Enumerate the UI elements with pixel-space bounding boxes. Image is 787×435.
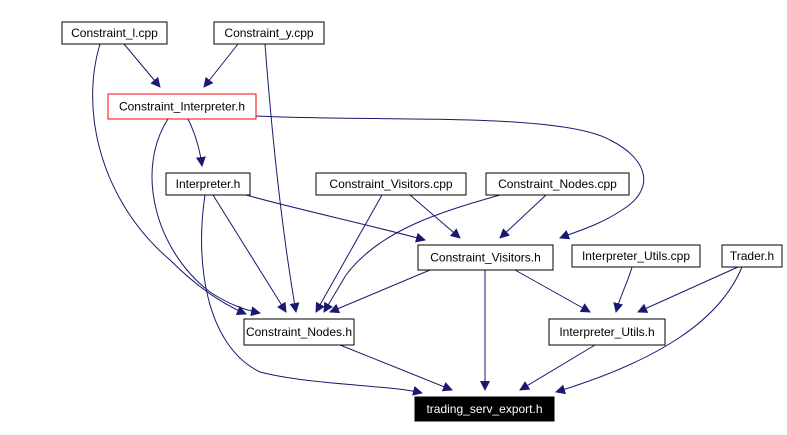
edge-constraint-l-cpp-to-constraint-interpreter-h (123, 43, 161, 88)
node-label: Constraint_Visitors.cpp (329, 177, 452, 191)
node-box (414, 396, 555, 422)
edge-constraint-nodes-h-to-trading-serv-export-h (339, 344, 453, 392)
node-constraint-visitors-cpp[interactable]: Constraint_Visitors.cpp (315, 172, 467, 196)
node-label: Constraint_Visitors.h (430, 251, 541, 265)
edge-constraint-interpreter-h-to-constraint-nodes-h (151, 118, 261, 317)
edge-constraint-visitors-h-to-constraint-nodes-h (329, 269, 431, 314)
edge-interpreter-h-to-constraint-nodes-h (212, 194, 287, 313)
node-label: Constraint_l.cpp (71, 26, 158, 40)
node-box (721, 244, 783, 268)
node-label: Constraint_Interpreter.h (119, 100, 245, 114)
node-label: Constraint_Nodes.cpp (498, 177, 617, 191)
edge-constraint-visitors-cpp-to-constraint-nodes-h (315, 194, 383, 313)
node-constraint-interpreter-h[interactable]: Constraint_Interpreter.h (107, 93, 257, 120)
edge-constraint-nodes-cpp-to-constraint-visitors-h (499, 194, 547, 239)
node-constraint-nodes-h[interactable]: Constraint_Nodes.h (243, 318, 355, 346)
node-box (417, 244, 554, 271)
node-constraint-y-cpp[interactable]: Constraint_y.cpp (213, 21, 325, 45)
node-box (165, 172, 251, 196)
node-label: Interpreter_Utils.cpp (582, 249, 690, 263)
node-trading-serv-export-h[interactable]: trading_serv_export.h (414, 396, 555, 422)
edge-constraint-visitors-cpp-to-constraint-visitors-h (409, 194, 461, 239)
edge-interpreter-h-to-constraint-visitors-h (245, 194, 426, 243)
edge-layer (92, 43, 743, 396)
node-box (243, 318, 355, 346)
edge-constraint-visitors-h-to-interpreter-utils-h (514, 269, 591, 313)
node-box (485, 172, 630, 196)
edge-trader-h-to-trading-serv-export-h (555, 266, 743, 395)
edge-constraint-interpreter-h-to-interpreter-h (187, 118, 206, 167)
node-box (315, 172, 467, 196)
node-interpreter-utils-h[interactable]: Interpreter_Utils.h (548, 318, 666, 346)
node-label: Trader.h (730, 249, 774, 263)
node-box (61, 21, 168, 45)
edge-interpreter-h-to-trading-serv-export-h (201, 194, 423, 396)
node-box (107, 93, 257, 120)
edge-constraint-nodes-cpp-to-constraint-nodes-h (323, 194, 501, 313)
node-label: Interpreter.h (176, 177, 241, 191)
node-trader-h[interactable]: Trader.h (721, 244, 783, 268)
edge-constraint-interpreter-h-to-constraint-visitors-h (255, 115, 645, 240)
edge-constraint-y-cpp-to-constraint-nodes-h (264, 43, 300, 313)
node-box (548, 318, 666, 346)
edge-interpreter-utils-cpp-to-interpreter-utils-h (613, 266, 633, 313)
node-label: Constraint_y.cpp (224, 26, 313, 40)
node-layer: Constraint_l.cpp Constraint_y.cppConstrai… (61, 21, 783, 422)
edge-interpreter-utils-h-to-trading-serv-export-h (519, 344, 596, 391)
node-label: Interpreter_Utils.h (559, 325, 654, 339)
node-constraint-visitors-h[interactable]: Constraint_Visitors.h (417, 244, 554, 271)
node-box (571, 244, 701, 268)
node-box (213, 21, 325, 45)
edge-constraint-l-cpp-to-constraint-nodes-h (92, 43, 247, 316)
node-label: trading_serv_export.h (426, 402, 542, 416)
node-interpreter-h[interactable]: Interpreter.h (165, 172, 251, 196)
node-interpreter-utils-cpp[interactable]: Interpreter_Utils.cpp (571, 244, 701, 268)
node-constraint-nodes-cpp[interactable]: Constraint_Nodes.cpp (485, 172, 630, 196)
edge-constraint-y-cpp-to-constraint-interpreter-h (203, 43, 239, 88)
node-constraint-l-cpp[interactable]: Constraint_l.cpp (61, 21, 168, 45)
node-label: Constraint_Nodes.h (246, 325, 352, 339)
edge-trader-h-to-interpreter-utils-h (637, 266, 739, 313)
